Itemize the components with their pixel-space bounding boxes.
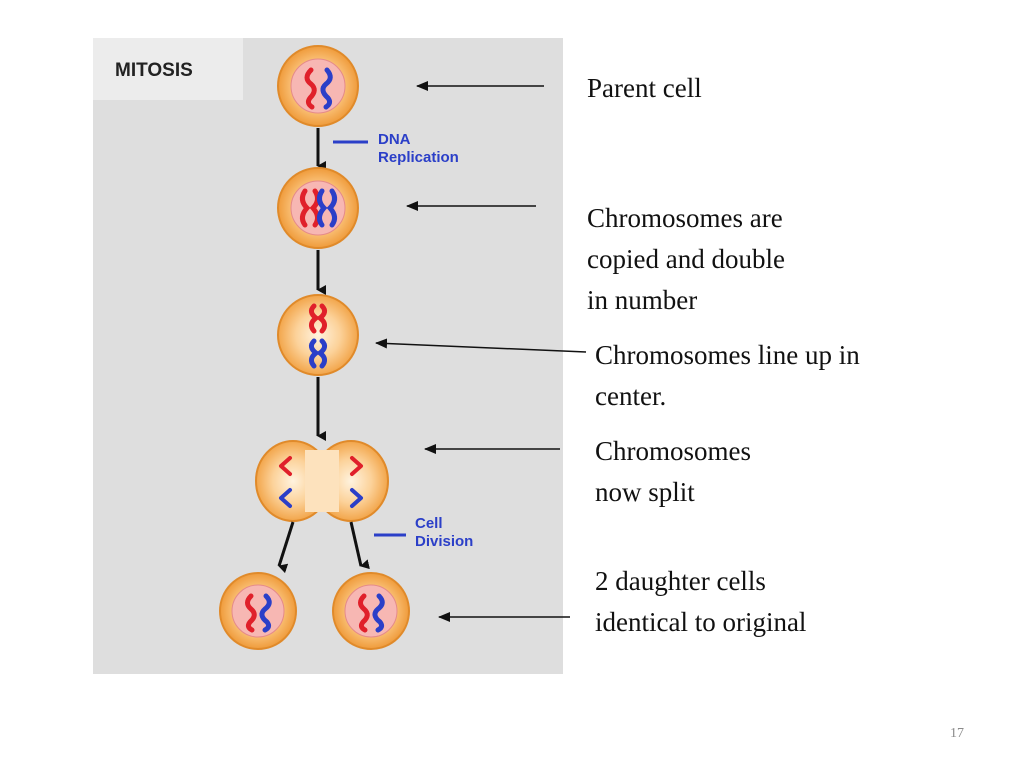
mitosis-diagram: MITOSIS DNA Replication: [93, 38, 473, 650]
cell-division-label-line2: Division: [415, 533, 473, 550]
dna-replication-label-line1: DNA: [378, 131, 411, 148]
dna-replication-label-line2: Replication: [378, 149, 459, 166]
chromosome-blue: [350, 488, 363, 508]
caption-chromosomes-split: Chromosomes now split: [595, 436, 752, 507]
chromosome-blue: [372, 593, 385, 633]
chromosome-blue: [308, 338, 328, 369]
caption-parent-cell: Parent cell: [587, 73, 702, 103]
cell-division-label-line1: Cell: [415, 515, 443, 532]
chromosome-blue: [316, 188, 328, 228]
pointer-arrow-line-up: [375, 338, 587, 353]
chromosome-blue: [320, 67, 333, 110]
chromosome-red: [308, 303, 328, 334]
dividing-cell: [255, 440, 389, 522]
chromosome-red: [304, 67, 317, 110]
mitosis-figure: MITOSIS DNA Replication: [93, 38, 563, 674]
daughter-cell-right: [332, 572, 410, 650]
chromosome-blue: [326, 188, 338, 228]
chromosome-red: [358, 593, 370, 633]
parent-cell: [277, 45, 359, 127]
chromosome-blue: [279, 488, 292, 508]
chromosome-blue: [259, 593, 272, 633]
caption-chromosomes-line-up: Chromosomes line up in center.: [595, 340, 860, 411]
metaphase-cell: [277, 294, 359, 376]
slide-number: 17: [950, 726, 964, 741]
flow-arrow: [349, 521, 370, 570]
caption-chromosomes-copied: Chromosomes are copied and double in num…: [587, 203, 785, 315]
diagram-title: MITOSIS: [115, 60, 193, 81]
chromosome-red: [299, 188, 311, 228]
title-box: [93, 38, 243, 100]
caption-daughter-cells: 2 daughter cells identical to original: [595, 566, 807, 637]
chromosome-red: [350, 456, 363, 476]
daughter-cell-left: [219, 572, 297, 650]
replicated-cell: [277, 167, 359, 249]
flow-arrow: [277, 521, 295, 574]
chromosome-red: [279, 456, 292, 476]
chromosome-red: [245, 593, 257, 633]
